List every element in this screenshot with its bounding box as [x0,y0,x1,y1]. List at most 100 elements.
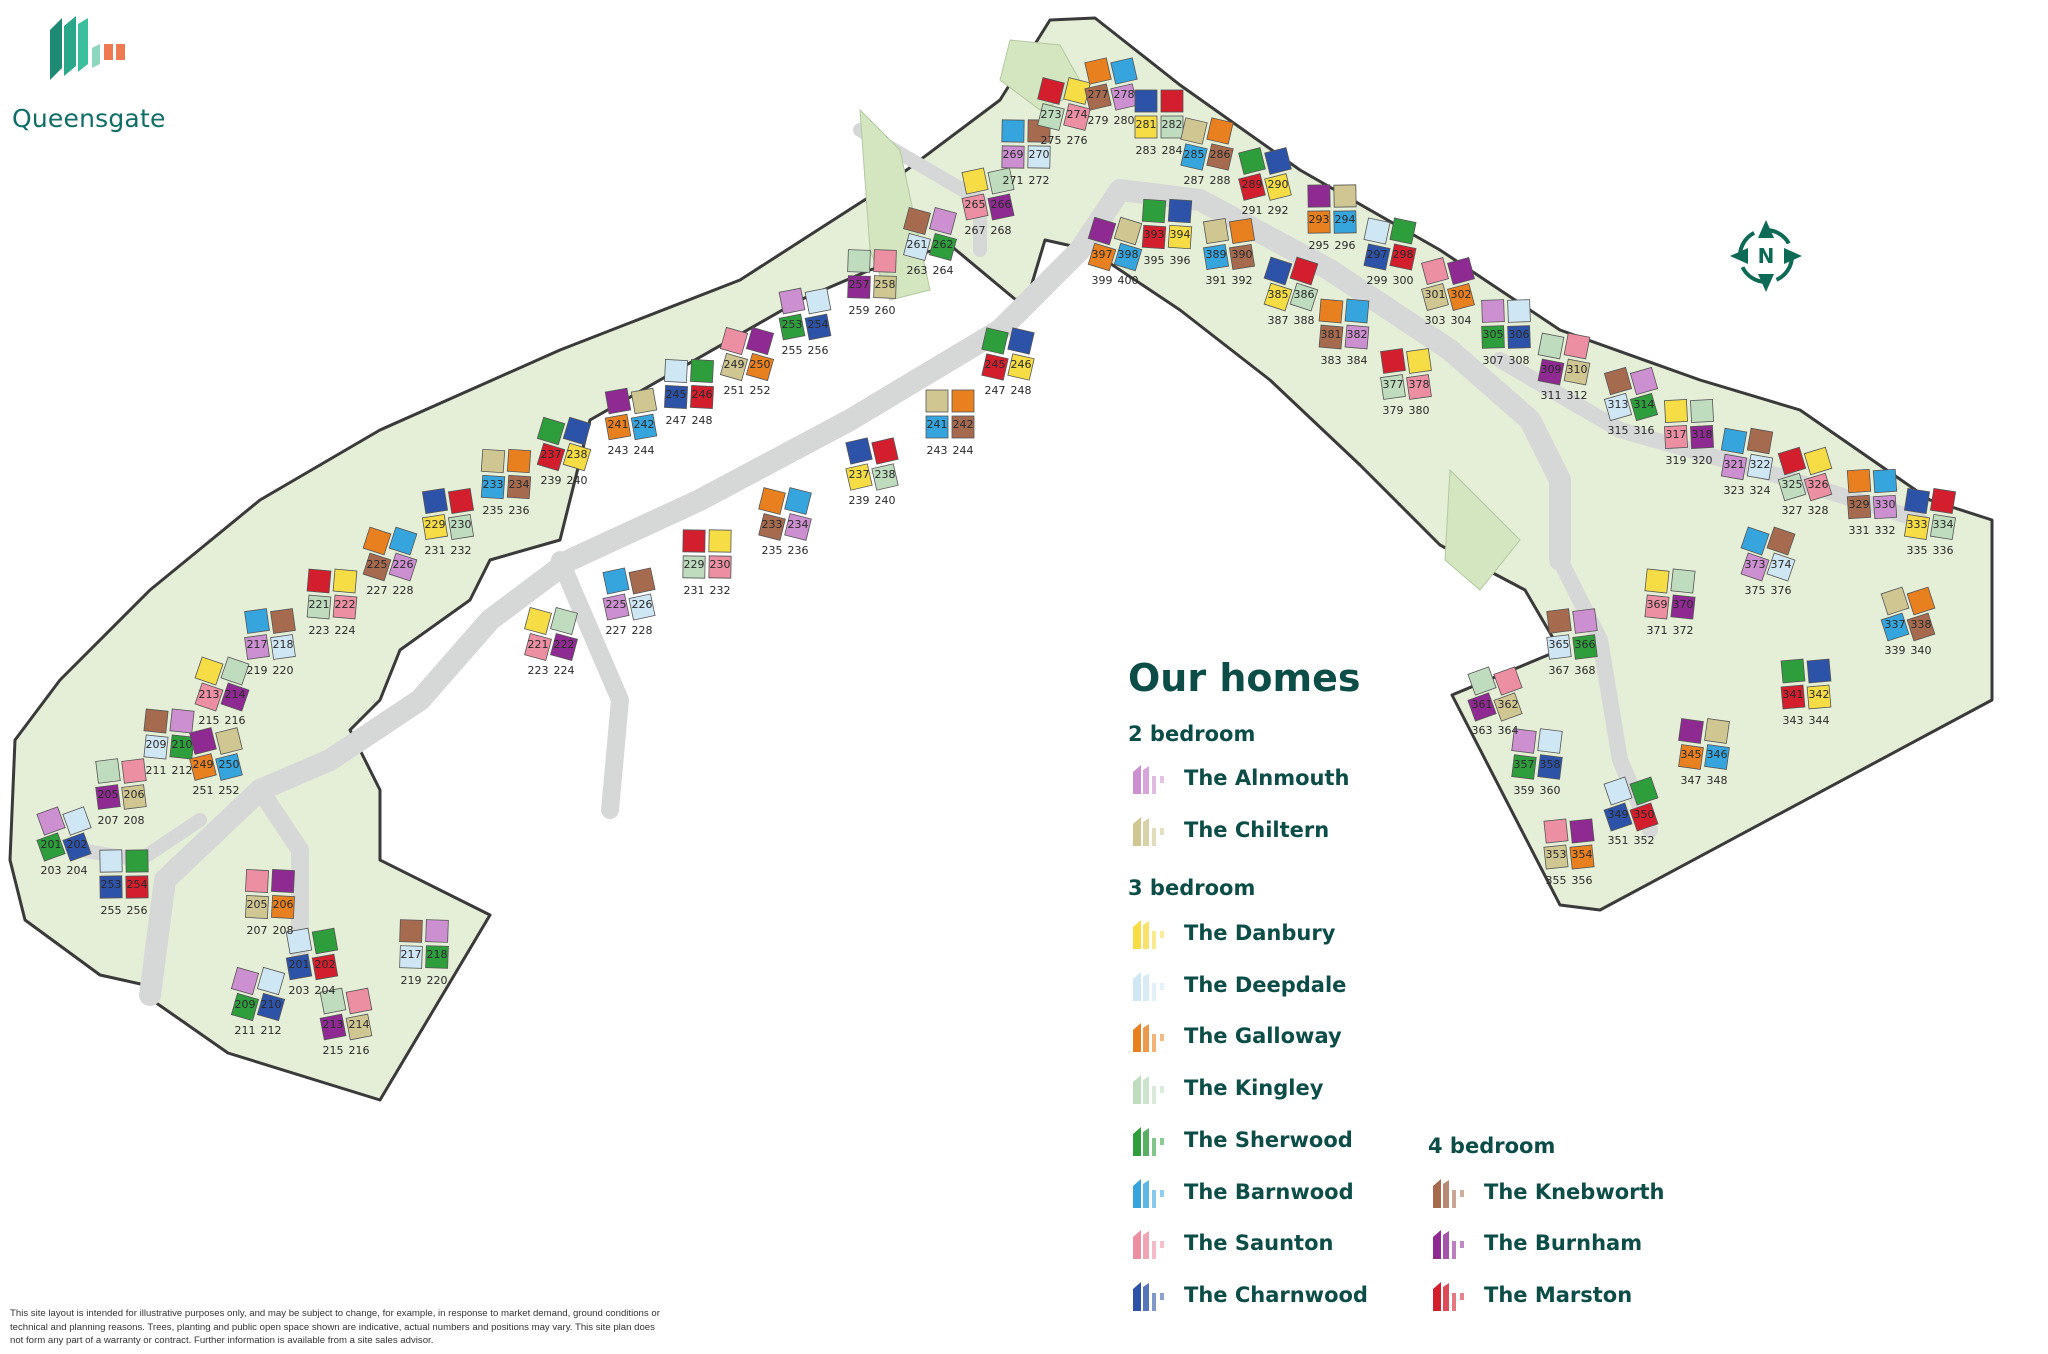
house-plot [1846,468,1872,494]
house-plot [1629,802,1659,832]
legend-group-2-bedroom: 2 bedroom [1128,722,1256,746]
plot-number: 306 [1509,328,1530,341]
plot-number: 356 [1572,874,1593,887]
plot-number: 305 [1483,328,1504,341]
plot-number: 226 [393,558,414,571]
house-plot [1264,173,1292,201]
plot-number: 203 [41,864,62,877]
plot-number: 291 [1242,204,1263,217]
house-plot [143,734,169,760]
house-plot [143,708,169,734]
plot-number: 329 [1849,498,1870,511]
house-plot [244,608,270,634]
house-plot [332,568,358,594]
house-plot [1629,392,1659,422]
plot-number: 226 [632,598,653,611]
house-plot [1167,224,1193,250]
legend-item-label: The Kingley [1184,1076,1324,1100]
house-plot [270,634,296,660]
plot-number: 325 [1782,478,1803,491]
plot-number: 294 [1335,213,1356,226]
plot-number: 362 [1498,698,1519,711]
house-plot [1664,425,1688,449]
house-plot [784,487,812,515]
house-plot [1380,374,1406,400]
plot-number: 264 [933,264,954,277]
house-plot [1603,392,1633,422]
plot-number: 223 [528,664,549,677]
house-plot [194,656,224,686]
house-plot [1167,198,1193,224]
plot-number: 245 [985,358,1006,371]
plot-number: 217 [401,948,422,961]
plot-number: 244 [634,444,655,457]
house-plot [1720,427,1748,455]
plot-number: 366 [1575,638,1596,651]
plot-number: 368 [1575,664,1596,677]
house-plot [189,727,217,755]
house-plot [36,832,66,862]
house-plot [873,249,897,273]
house-plot [1202,217,1230,245]
plot-number: 229 [684,558,705,571]
house-plot [1546,634,1572,660]
plot-number: 209 [146,738,167,751]
house-plot [1238,173,1266,201]
plot-number: 206 [124,788,145,801]
house-type-icon [1133,1075,1164,1104]
house-plot [1872,494,1898,520]
plot-number: 202 [67,838,88,851]
house-type-icon [1133,1179,1164,1208]
plot-number: 377 [1383,378,1404,391]
plot-number: 276 [1067,134,1088,147]
house-plot [903,207,931,235]
plot-number: 341 [1783,688,1804,701]
plot-number: 319 [1666,454,1687,467]
house-plot [1447,257,1475,285]
plot-number: 330 [1875,498,1896,511]
plot-number: 388 [1294,314,1315,327]
house-plot [602,567,630,595]
plot-number: 277 [1088,88,1109,101]
plot-number: 320 [1692,454,1713,467]
house-plot [630,413,658,441]
house-plot [1537,332,1565,360]
house-plot [929,207,957,235]
house-plot [1206,117,1234,145]
house-plot [987,167,1015,195]
plot-number: 335 [1907,544,1928,557]
plot-number: 338 [1911,618,1932,631]
house-plot [332,594,358,620]
house-plot [36,806,66,836]
house-plot [256,966,286,996]
plot-number: 391 [1206,274,1227,287]
plot-number: 221 [309,598,330,611]
house-plot [480,474,506,500]
plot-number: 282 [1162,118,1183,131]
legend-item-label: The Danbury [1184,921,1336,945]
house-plot [1572,608,1598,634]
plot-number: 284 [1162,144,1183,157]
house-plot [1903,487,1931,515]
house-plot [1806,684,1832,710]
plot-number: 217 [247,638,268,651]
house-plot [951,389,975,413]
plot-number: 310 [1567,363,1588,376]
plot-number: 346 [1707,748,1728,761]
house-plot [1263,256,1293,286]
brand-name: Queensgate [12,104,166,133]
house-plot [1037,77,1065,105]
house-plot [1690,425,1714,449]
house-plot [981,353,1009,381]
plot-number: 375 [1745,584,1766,597]
house-plot [1537,358,1565,386]
house-plot [99,875,123,899]
logo-mark-icon [50,16,125,80]
house-plot [1678,744,1704,770]
house-plot [1777,472,1807,502]
queensgate-logo [50,16,125,80]
plot-number: 256 [808,344,829,357]
house-plot [1084,57,1112,85]
plot-number: 252 [750,384,771,397]
house-plot [804,313,832,341]
